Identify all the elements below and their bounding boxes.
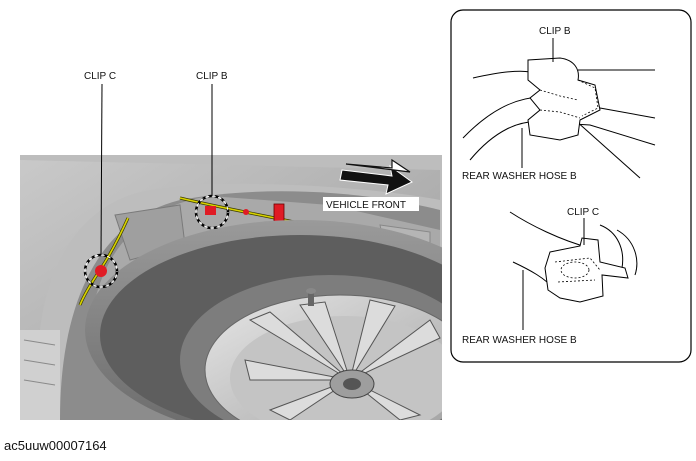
clip-c-detail	[509, 211, 638, 330]
figure-code: ac5uuw00007164	[4, 438, 107, 453]
vehicle-front-label: VEHICLE FRONT	[326, 200, 406, 211]
detail-panel: CLIP B REAR WASHER HOSE B CLIP C REAR WA…	[450, 9, 692, 363]
clip-c-callout	[83, 83, 119, 289]
clip-c-hose-label: REAR WASHER HOSE B	[462, 335, 577, 346]
clip-b-label: CLIP B	[196, 71, 228, 82]
clip-b-detail	[462, 38, 656, 179]
clip-b-callout	[194, 84, 230, 230]
clip-c-detail-label: CLIP C	[567, 207, 599, 218]
clip-b-hose-label: REAR WASHER HOSE B	[462, 171, 577, 182]
main-illustration	[20, 155, 442, 420]
vehicle-front-arrow-icon	[339, 158, 413, 195]
clip-c-label: CLIP C	[84, 71, 116, 82]
clip-b-detail-label: CLIP B	[539, 26, 571, 37]
